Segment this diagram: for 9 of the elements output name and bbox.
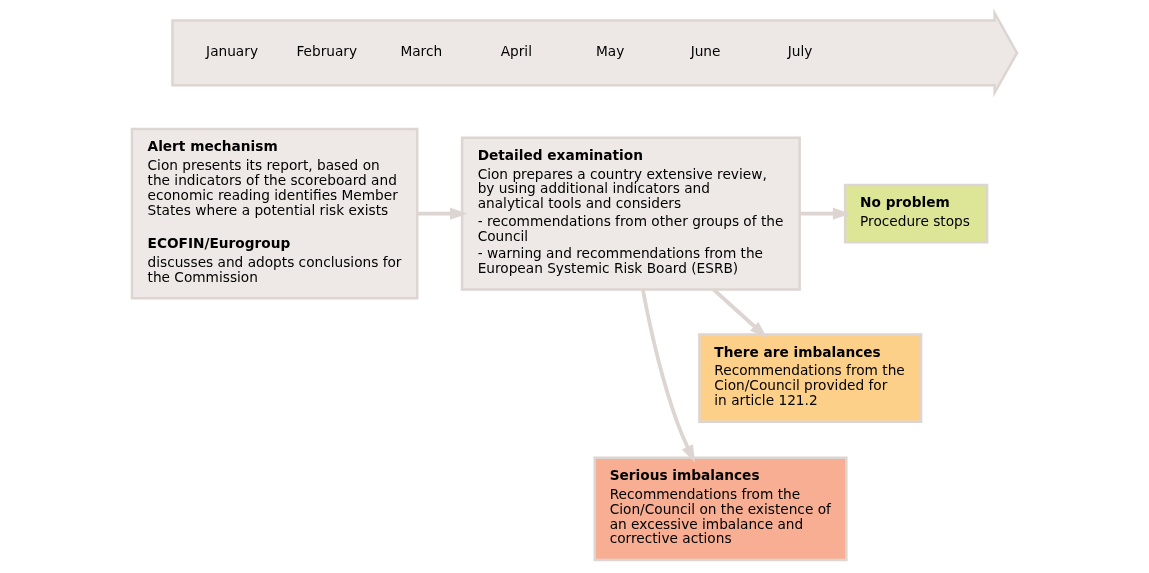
arrow: [417, 207, 468, 220]
node-box: Serious imbalances Recommendations from the Cion/Council on the existence of an excessive imbalance and corrective actions: [593, 456, 848, 562]
arrow: [799, 207, 851, 220]
node-box: Detailed examination Cion prepares a country extensive review, by using additional indicators and analytical tools and considers - recommendations from other groups of the Council - warning and recommendations from the European Systemic Risk Board (ESRB): [460, 136, 801, 291]
arrow: [712, 288, 768, 338]
node-box: There are imbalances Recommendations from the Cion/Council provided for in article 121.2: [698, 333, 923, 423]
node-box: No problem Procedure stops: [843, 183, 989, 244]
node-box: Alert mechanism Cion presents its report, based on the indicators of the scoreboard and economic reading identifies Member States where a potential risk exists ECOFIN/Eurogroup discusses and adopts conclusions for the Commission: [130, 127, 419, 300]
arrow: [641, 289, 695, 463]
